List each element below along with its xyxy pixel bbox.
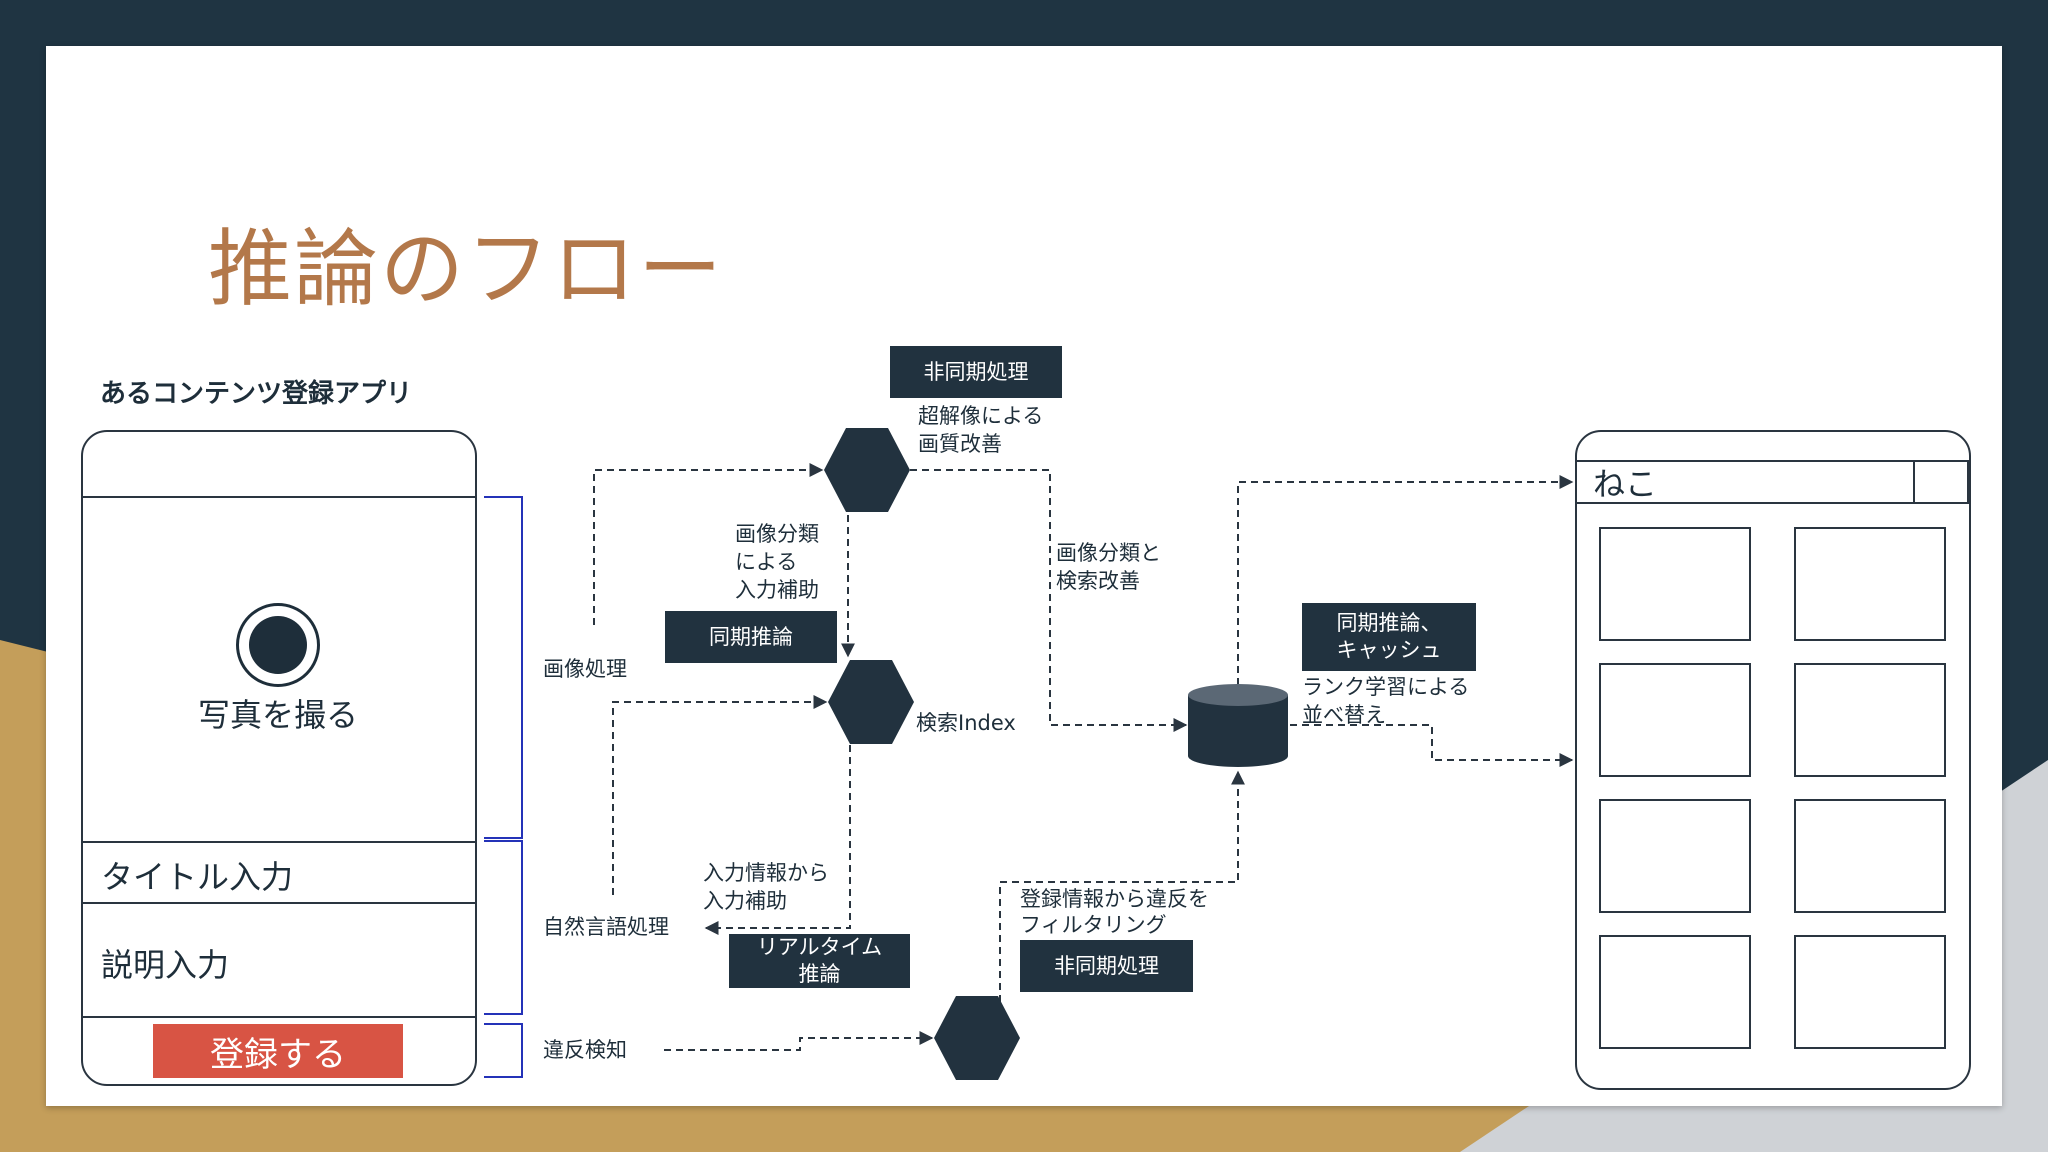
search-input[interactable] <box>1577 460 1915 504</box>
register-button[interactable]: 登録する <box>153 1024 403 1078</box>
async-processing-box-bottom: 非同期処理 <box>1020 940 1193 992</box>
classify-search-label-line1: 画像分類と <box>1056 541 1161 565</box>
result-thumbnail[interactable] <box>1794 527 1946 641</box>
violation-process-label: 違反検知 <box>543 1038 627 1062</box>
super-resolution-label-line2: 画質改善 <box>918 432 1002 456</box>
search-results-mockup <box>1575 430 1971 1090</box>
phone-photo-divider <box>81 841 477 843</box>
realtime-inference-box: リアルタイム 推論 <box>729 934 910 988</box>
sync-cache-box: 同期推論、 キャッシュ <box>1302 603 1476 671</box>
result-thumbnail[interactable] <box>1599 663 1751 777</box>
sync-cache-line1: 同期推論、 <box>1336 611 1442 635</box>
result-thumbnail[interactable] <box>1599 527 1751 641</box>
search-button[interactable] <box>1913 460 1969 504</box>
filter-label-line2: フィルタリング <box>1020 913 1167 937</box>
phone-title-divider <box>81 902 477 904</box>
sync-inference-box: 同期推論 <box>665 611 837 663</box>
classify-assist-label-line1: 画像分類 <box>735 522 819 546</box>
rank-learning-label-line1: ランク学習による <box>1302 675 1470 699</box>
super-resolution-label-line1: 超解像による <box>918 404 1044 428</box>
camera-shutter-icon[interactable] <box>236 603 320 687</box>
realtime-line1: リアルタイム <box>756 935 883 959</box>
description-input[interactable]: 説明入力 <box>101 946 230 984</box>
result-thumbnail[interactable] <box>1794 935 1946 1049</box>
search-index-label: 検索Index <box>916 711 1016 735</box>
app-heading: あるコンテンツ登録アプリ <box>100 379 413 409</box>
photo-label[interactable]: 写真を撮る <box>198 696 359 734</box>
shutter-dot <box>249 616 307 674</box>
classify-assist-label-line3: 入力補助 <box>735 578 819 602</box>
classify-search-label-line2: 検索改善 <box>1056 569 1140 593</box>
slide-title: 推論のフロー <box>208 220 725 318</box>
phone-header-divider <box>81 496 477 498</box>
phone-mockup <box>81 430 477 1086</box>
text-assist-label-line1: 入力情報から <box>703 861 829 885</box>
nlp-process-label: 自然言語処理 <box>543 915 669 939</box>
result-thumbnail[interactable] <box>1599 935 1751 1049</box>
result-thumbnail[interactable] <box>1599 799 1751 913</box>
result-thumbnail[interactable] <box>1794 663 1946 777</box>
text-assist-label-line2: 入力補助 <box>703 889 787 913</box>
realtime-line2: 推論 <box>798 962 841 986</box>
rank-learning-label-line2: 並べ替え <box>1302 703 1386 727</box>
sync-cache-line2: キャッシュ <box>1336 638 1442 662</box>
result-thumbnail[interactable] <box>1794 799 1946 913</box>
async-processing-box-top: 非同期処理 <box>890 346 1062 398</box>
image-process-label: 画像処理 <box>543 657 627 681</box>
title-input[interactable]: タイトル入力 <box>101 858 294 896</box>
phone-description-divider <box>81 1016 477 1018</box>
classify-assist-label-line2: による <box>735 550 798 574</box>
filter-label-line1: 登録情報から違反を <box>1020 887 1209 911</box>
